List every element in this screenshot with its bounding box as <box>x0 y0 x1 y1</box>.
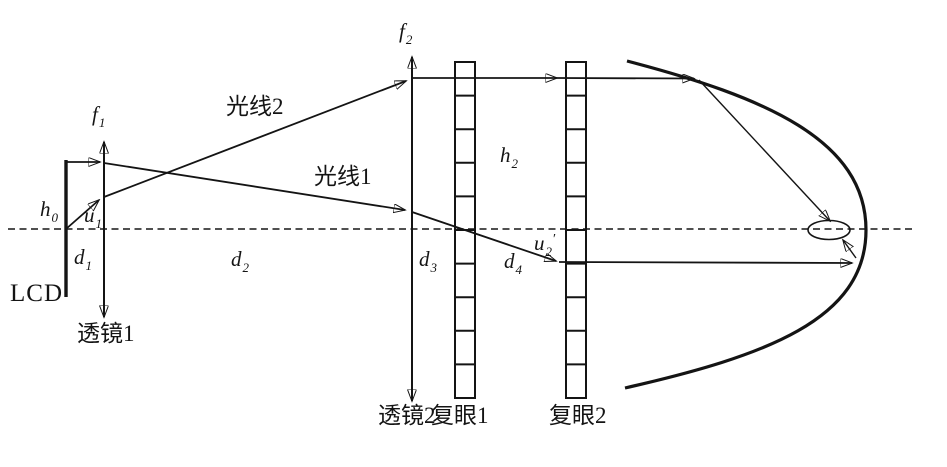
label-f2: f2 <box>399 19 413 47</box>
freeform-mirror-curve <box>624 59 868 390</box>
ray1-eye2-to-mirror <box>558 262 852 263</box>
label-h0: h0 <box>40 197 58 225</box>
label-h2: h2 <box>500 143 518 171</box>
exit-pupil-ellipse <box>807 219 851 241</box>
label-ray1: 光线1 <box>314 164 372 189</box>
label-d2: d2 <box>231 247 249 275</box>
ray1-lens2-to-eye2 <box>411 211 556 261</box>
ray2-lens2-horizontal-b <box>556 78 694 79</box>
ray2-lens1-to-lens2 <box>103 80 406 198</box>
ray2-lcd-base-segment <box>65 200 99 230</box>
label-ray2: 光线2 <box>226 94 284 119</box>
label-eye2: 复眼2 <box>549 403 607 428</box>
label-u1: u1 <box>84 203 102 231</box>
lenslet-array-1 <box>454 61 476 399</box>
lenslet-array-2 <box>565 61 587 399</box>
label-d3: d3 <box>419 247 437 275</box>
label-d4: d4 <box>504 249 522 277</box>
label-f1: f1 <box>92 102 106 130</box>
ray2-mirror-to-pupil <box>698 79 830 221</box>
ray1-mirror-to-pupil <box>843 240 857 259</box>
label-d1: d1 <box>74 245 92 273</box>
ray1-lens1-to-lens2 <box>103 162 405 210</box>
label-eye1: 复眼1 <box>431 403 489 428</box>
label-lcd: LCD <box>10 280 63 307</box>
label-lens1: 透镜1 <box>77 321 135 346</box>
label-u2-prime: u2′ <box>534 231 557 259</box>
label-lens2: 透镜2 <box>378 403 436 428</box>
